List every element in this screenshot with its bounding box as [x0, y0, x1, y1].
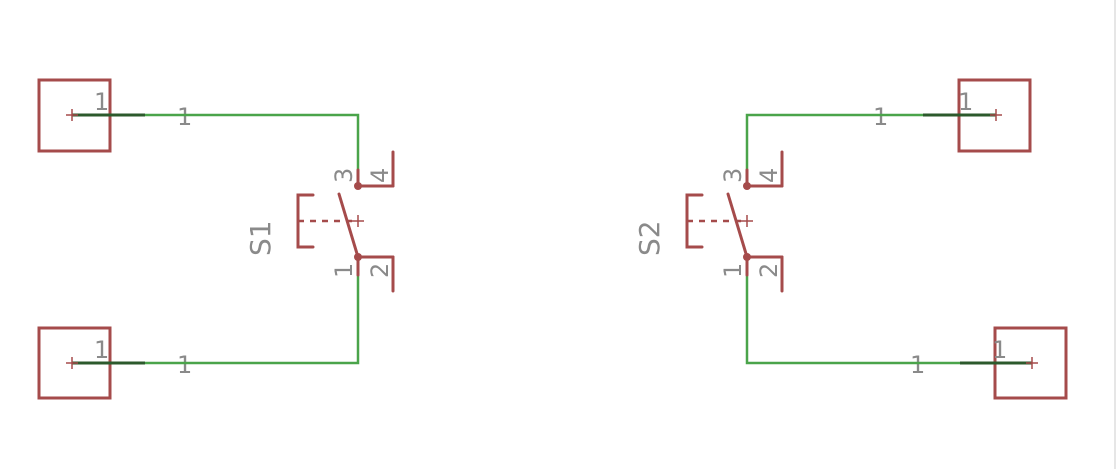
s2-reference: S2 [633, 220, 666, 256]
s2-pin-4-label: 4 [755, 168, 783, 183]
s1-actuator-button [296, 193, 315, 249]
s2-actuator-button [685, 193, 704, 249]
net-label: 1 [177, 103, 192, 131]
wire-s1-top[interactable] [145, 113, 360, 186]
s2-junction-top [743, 182, 751, 190]
net-label: 1 [177, 351, 192, 379]
pad-bottom-left[interactable]: 1 [37, 326, 145, 400]
s1-junction-top [354, 182, 362, 190]
s2-pin-2-label: 2 [755, 263, 783, 278]
canvas-right-edge [1114, 0, 1116, 469]
pad-pin-number: 1 [94, 88, 109, 116]
s1-pin-1-label: 1 [330, 263, 358, 278]
s2-pin-3-label: 3 [719, 168, 747, 183]
pad-pin-number: 1 [94, 336, 109, 364]
wire-s2-bottom[interactable] [745, 257, 960, 365]
pad-pin-number: 1 [992, 336, 1007, 364]
s2-lever [726, 192, 749, 259]
s1-lever [337, 192, 360, 259]
wire-s1-bottom[interactable] [145, 257, 360, 365]
pad-bottom-right[interactable]: 1 [960, 326, 1068, 400]
switch-s2[interactable]: 3 4 1 2 S2 [633, 150, 784, 293]
s1-reference: S1 [244, 220, 277, 256]
s1-pin-2-label: 2 [366, 263, 394, 278]
s1-pin-4-label: 4 [366, 168, 394, 183]
net-label: 1 [910, 351, 925, 379]
wire-s2-top[interactable] [745, 113, 923, 186]
switch-s1[interactable]: 3 4 1 2 S1 [244, 150, 395, 293]
pad-top-left[interactable]: 1 [37, 78, 145, 153]
s2-pin-1-label: 1 [719, 263, 747, 278]
net-label: 1 [873, 103, 888, 131]
s1-pin-3-label: 3 [330, 168, 358, 183]
pad-pin-number: 1 [958, 88, 973, 116]
pad-top-right[interactable]: 1 [923, 78, 1032, 153]
